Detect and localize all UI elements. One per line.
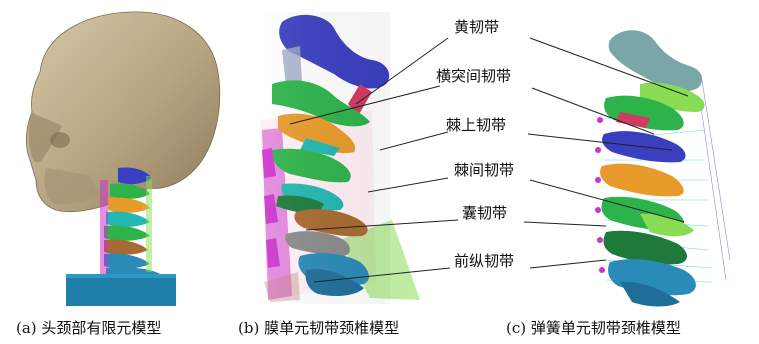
label-interspinous-ligament: 棘间韧带: [454, 161, 514, 179]
caption-membrane-model: (b) 膜单元韧带颈椎模型: [238, 318, 399, 338]
label-supraspinous-ligament: 棘上韧带: [446, 116, 506, 134]
label-capsular-ligament: 囊韧带: [462, 204, 507, 222]
caption-spring-model: (c) 弹簧单元韧带颈椎模型: [506, 318, 681, 338]
label-ligamentum-flavum: 黄韧带: [454, 18, 499, 36]
membrane-spine-model: [260, 12, 420, 304]
head-neck-model: [26, 12, 219, 306]
spring-spine-model: [595, 30, 730, 306]
label-intertransverse-ligament: 横突间韧带: [436, 67, 511, 85]
caption-head-neck-model: (a) 头颈部有限元模型: [16, 318, 161, 338]
base-block: [66, 274, 176, 306]
label-anterior-longitudinal-ligament: 前纵韧带: [454, 252, 514, 270]
